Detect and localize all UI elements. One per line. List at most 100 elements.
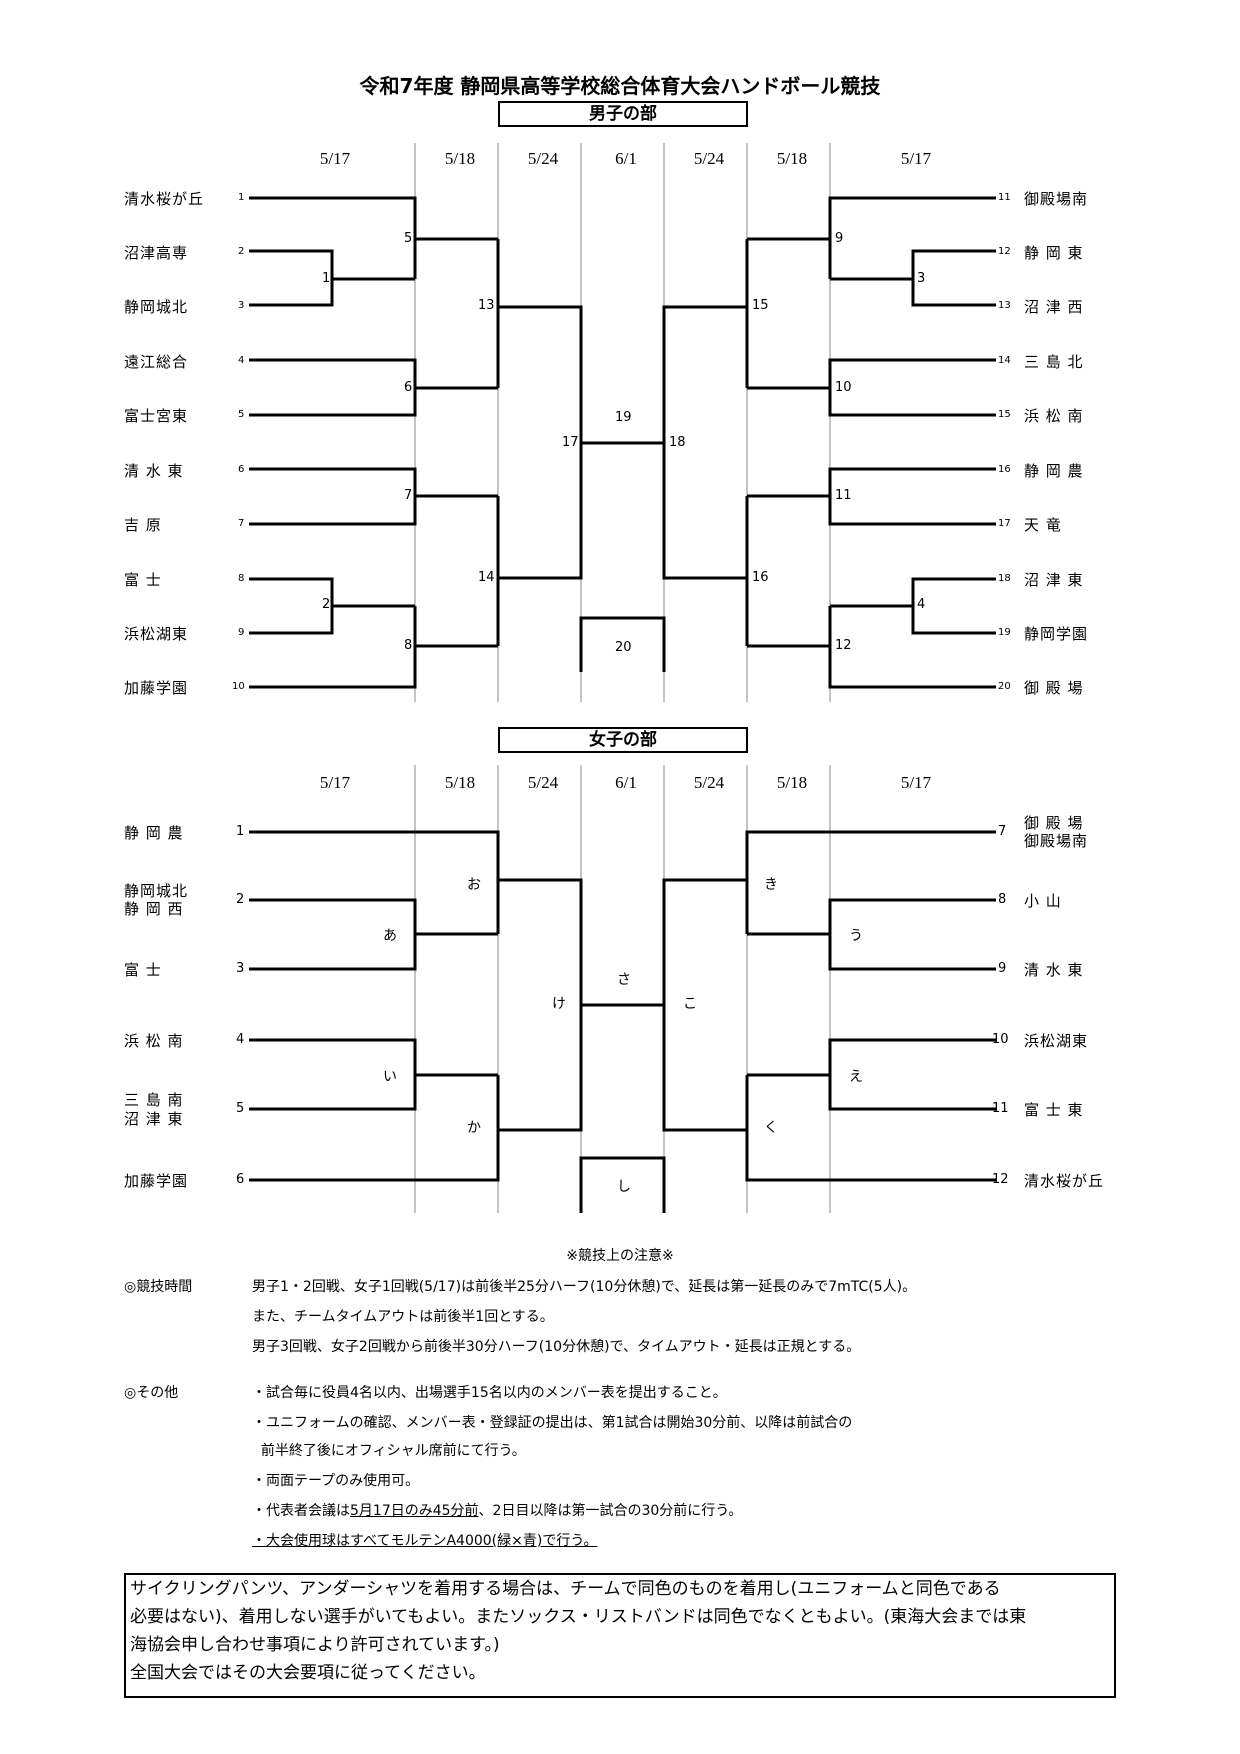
- men-team-seed: 5: [238, 409, 245, 420]
- women-date-round2-left: 5/18: [444, 773, 476, 792]
- women-team-name: 清 水 東: [1024, 961, 1084, 979]
- women-team-seed: 7: [998, 824, 1007, 839]
- men-team-seed: 18: [998, 573, 1011, 584]
- men-team-seed: 9: [238, 627, 245, 638]
- men-team-name: 加藤学園: [124, 679, 189, 697]
- men-team-name: 浜松湖東: [124, 625, 189, 643]
- women-team-seed: 10: [992, 1032, 1009, 1047]
- women-date-round3-left: 5/24: [527, 773, 559, 792]
- game-label: け: [552, 996, 566, 1012]
- men-team-name: 静岡学園: [1024, 625, 1089, 643]
- time-line: 男子1・2回戦、女子1回戦(5/17)は前後半25分ハーフ(10分休憩)で、延長…: [252, 1279, 917, 1295]
- women-team-seed: 8: [998, 892, 1007, 907]
- notes-heading: ※競技上の注意※: [566, 1248, 674, 1264]
- women-team-seed: 6: [236, 1172, 245, 1187]
- time-line: また、チームタイムアウトは前後半1回とする。: [252, 1309, 554, 1325]
- game-number: 12: [835, 638, 852, 653]
- women-team-name: 静岡城北: [124, 882, 189, 900]
- men-team-seed: 17: [998, 518, 1011, 529]
- game-number: 1: [322, 271, 331, 286]
- game-number: 5: [404, 231, 413, 246]
- women-date-final: 6/1: [615, 773, 637, 792]
- time-label: ◎競技時間: [124, 1279, 193, 1295]
- men-team-name: 沼 津 西: [1024, 298, 1084, 316]
- women-team-name: 富 士: [124, 961, 162, 979]
- men-team-seed: 1: [238, 192, 245, 203]
- women-team-seed: 3: [236, 961, 245, 976]
- men-team-name: 沼津高専: [124, 244, 189, 262]
- page-title: 令和7年度 静岡県高等学校総合体育大会ハンドボール競技: [359, 74, 881, 98]
- men-date-round2-left: 5/18: [444, 149, 476, 168]
- men-date-final: 6/1: [615, 149, 637, 168]
- women-date-round1-left: 5/17: [319, 773, 351, 792]
- game-number: 7: [404, 488, 413, 503]
- game-number: 10: [835, 380, 852, 395]
- game-number: 4: [917, 597, 926, 612]
- women-team-seed: 12: [992, 1172, 1009, 1187]
- game-number: 8: [404, 638, 413, 653]
- notice-line: 全国大会ではその大会要項に従ってください。: [130, 1663, 486, 1683]
- men-team-name: 静岡城北: [124, 298, 189, 316]
- game-number: 9: [835, 231, 844, 246]
- women-date-round3-right: 5/24: [693, 773, 725, 792]
- men-team-seed: 10: [232, 681, 245, 692]
- time-line: 男子3回戦、女子2回戦から前後半30分ハーフ(10分休憩)で、タイムアウト・延長…: [252, 1339, 861, 1355]
- men-section-heading: 男子の部: [498, 101, 748, 127]
- meeting-time-underlined: 5月17日のみ45分前: [350, 1503, 479, 1519]
- men-team-name: 富 士: [124, 571, 162, 589]
- meeting-line: ・代表者会議は5月17日のみ45分前、2日目以降は第一試合の30分前に行う。: [252, 1500, 742, 1520]
- game-label: し: [617, 1179, 631, 1195]
- women-team-seed: 11: [992, 1101, 1009, 1116]
- women-team-seed: 2: [236, 892, 245, 907]
- other-line: 前半終了後にオフィシャル席前にて行う。: [252, 1443, 526, 1459]
- game-number: 2: [322, 597, 331, 612]
- women-team-name-second: 静 岡 西: [124, 900, 184, 918]
- men-team-name: 富士宮東: [124, 407, 189, 425]
- game-number: 11: [835, 488, 852, 503]
- game-label: か: [467, 1120, 481, 1136]
- game-number: 15: [752, 298, 769, 313]
- meeting-line-end: 、2日目以降は第一試合の30分前に行う。: [478, 1503, 743, 1519]
- game-number: 20: [615, 640, 632, 655]
- men-team-seed: 4: [238, 355, 245, 366]
- men-team-seed: 8: [238, 573, 245, 584]
- notice-line: 海協会申し合わせ事項により許可されています。): [130, 1635, 500, 1655]
- game-number: 3: [917, 271, 926, 286]
- men-team-name: 三 島 北: [1024, 353, 1084, 371]
- men-team-name: 静 岡 農: [1024, 462, 1084, 480]
- other-line: ・試合毎に役員4名以内、出場選手15名以内のメンバー表を提出すること。: [252, 1385, 727, 1401]
- game-label: さ: [617, 972, 631, 988]
- game-label: い: [383, 1069, 397, 1085]
- game-number: 18: [669, 435, 686, 450]
- men-team-seed: 3: [238, 300, 245, 311]
- game-number: 19: [615, 410, 632, 425]
- game-label: え: [849, 1069, 863, 1085]
- men-team-name: 御 殿 場: [1024, 679, 1084, 697]
- men-team-name: 遠江総合: [124, 353, 189, 371]
- other-line: ・ユニフォームの確認、メンバー表・登録証の提出は、第1試合は開始30分前、以降は…: [252, 1415, 853, 1431]
- women-team-seed: 1: [236, 824, 245, 839]
- men-team-name: 清水桜が丘: [124, 190, 205, 208]
- women-team-name: 三 島 南: [124, 1091, 184, 1109]
- notice-line: サイクリングパンツ、アンダーシャツを着用する場合は、チームで同色のものを着用し(…: [130, 1579, 1001, 1599]
- game-label: う: [849, 928, 863, 944]
- game-number: 17: [562, 435, 579, 450]
- men-team-seed: 2: [238, 246, 245, 257]
- women-section-heading: 女子の部: [498, 727, 748, 753]
- uniform-notice-box: サイクリングパンツ、アンダーシャツを着用する場合は、チームで同色のものを着用し(…: [124, 1573, 1116, 1698]
- men-date-round1-left: 5/17: [319, 149, 351, 168]
- notice-line: 必要はない)、着用しない選手がいてもよい。またソックス・リストバンドは同色でなく…: [130, 1607, 1027, 1627]
- men-team-seed: 19: [998, 627, 1011, 638]
- men-team-name: 浜 松 南: [1024, 407, 1084, 425]
- game-label: く: [764, 1120, 778, 1136]
- men-team-seed: 16: [998, 464, 1011, 475]
- meeting-line-start: ・代表者会議は: [252, 1503, 350, 1519]
- men-team-name: 静 岡 東: [1024, 244, 1084, 262]
- women-team-name-second: 沼 津 東: [124, 1110, 184, 1128]
- men-team-name: 沼 津 東: [1024, 571, 1084, 589]
- men-date-round3-right: 5/24: [693, 149, 725, 168]
- women-team-name: 御 殿 場: [1024, 814, 1084, 832]
- men-team-seed: 20: [998, 681, 1011, 692]
